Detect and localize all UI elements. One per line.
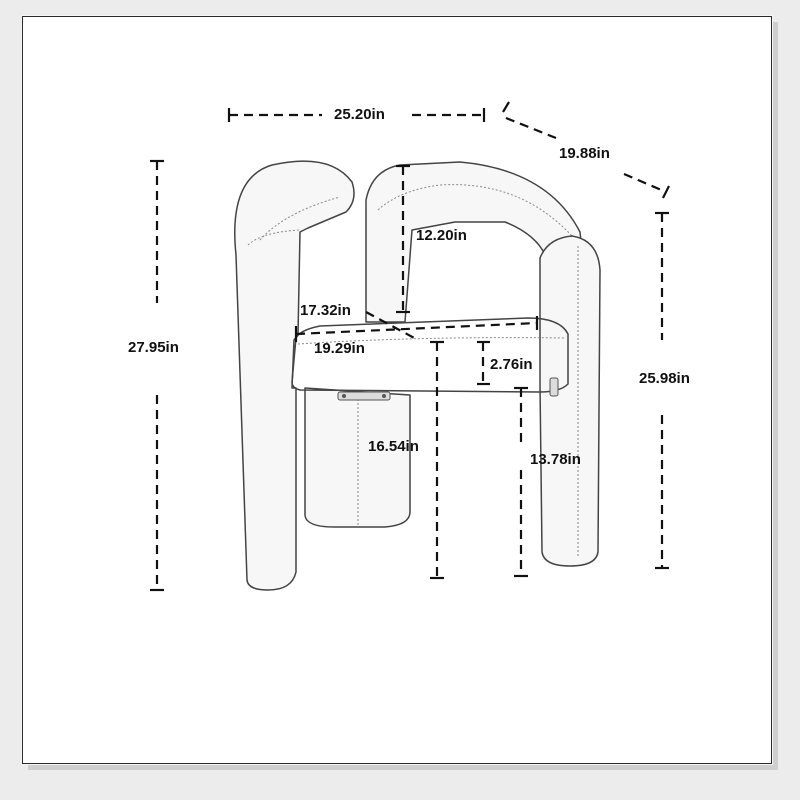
chair-seat xyxy=(291,317,569,393)
seat-thickness-label: 2.76in xyxy=(490,356,533,373)
dimension-lines xyxy=(150,101,670,592)
width-label: 25.20in xyxy=(334,106,385,123)
chair-left-arm xyxy=(234,160,355,591)
seat-depth-label: 17.32in xyxy=(300,302,351,319)
seat-width-label: 19.29in xyxy=(314,340,365,357)
chair-backrest xyxy=(365,161,583,323)
back-height-label: 12.20in xyxy=(416,227,467,244)
diagram-frame xyxy=(22,16,772,764)
chair-right-arm xyxy=(539,235,601,567)
armchair-illustration xyxy=(234,160,601,591)
chair-bracket xyxy=(337,391,391,401)
seat-height-label: 16.54in xyxy=(368,438,419,455)
leg-height-label: 13.78in xyxy=(530,451,581,468)
total-height-label: 27.95in xyxy=(128,339,179,356)
dimension-labels: 25.20in 19.88in 27.95in 25.98in 12.20in … xyxy=(128,106,690,468)
arm-height-label: 25.98in xyxy=(639,370,690,387)
depth-label: 19.88in xyxy=(559,145,610,162)
chair-back-leg xyxy=(304,387,411,528)
